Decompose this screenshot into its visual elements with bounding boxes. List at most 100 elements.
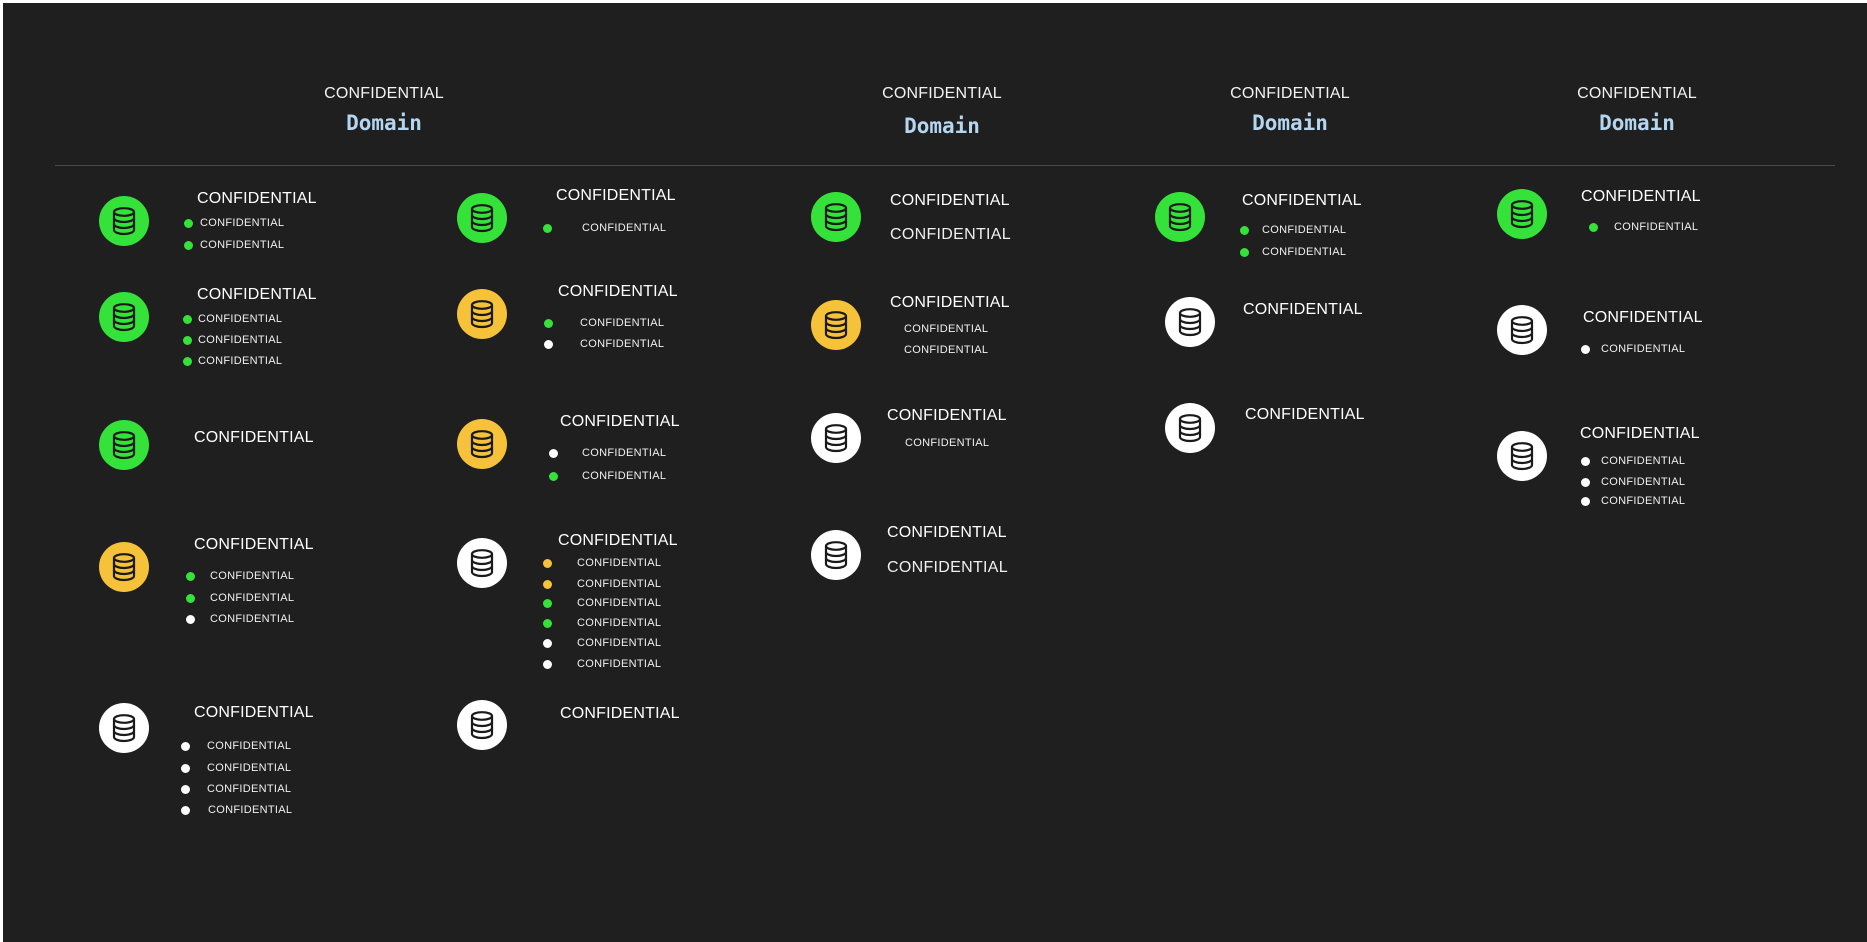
database-node-item-label: CONFIDENTIAL	[887, 559, 1008, 576]
database-icon[interactable]	[457, 419, 507, 469]
status-dot	[543, 639, 552, 648]
header-divider	[55, 165, 1835, 166]
database-icon[interactable]	[1155, 192, 1205, 242]
status-dot	[549, 472, 558, 481]
database-node-title: CONFIDENTIAL	[556, 187, 676, 204]
database-icon[interactable]	[811, 530, 861, 580]
column-header-domain: Domain	[1599, 111, 1675, 135]
database-node-title: CONFIDENTIAL	[890, 192, 1010, 209]
status-dot	[181, 742, 190, 751]
database-node-title: CONFIDENTIAL	[1242, 192, 1362, 209]
status-dot	[186, 615, 195, 624]
database-node-title: CONFIDENTIAL	[1583, 309, 1703, 326]
database-icon[interactable]	[457, 193, 507, 243]
column-header-label: CONFIDENTIAL	[1577, 85, 1697, 102]
database-node-item-label: CONFIDENTIAL	[1262, 224, 1347, 236]
column-header-label: CONFIDENTIAL	[324, 85, 444, 102]
database-node-item-label: CONFIDENTIAL	[198, 334, 283, 346]
database-node-item-label: CONFIDENTIAL	[210, 570, 295, 582]
status-dot	[543, 580, 552, 589]
status-dot	[543, 619, 552, 628]
database-icon[interactable]	[457, 289, 507, 339]
database-icon[interactable]	[99, 542, 149, 592]
column-header: CONFIDENTIAL Domain	[1517, 85, 1757, 135]
database-icon[interactable]	[1497, 189, 1547, 239]
database-node-item-label: CONFIDENTIAL	[208, 804, 293, 816]
database-node-item-label: CONFIDENTIAL	[198, 355, 283, 367]
status-dot	[1240, 226, 1249, 235]
database-node-item-label: CONFIDENTIAL	[1262, 246, 1347, 258]
status-dot	[543, 224, 552, 233]
database-node-item-label: CONFIDENTIAL	[210, 592, 295, 604]
database-node-item-label: CONFIDENTIAL	[1601, 455, 1686, 467]
status-dot	[184, 219, 193, 228]
database-node-item-label: CONFIDENTIAL	[1601, 495, 1686, 507]
database-icon[interactable]	[1165, 403, 1215, 453]
database-node-title: CONFIDENTIAL	[560, 413, 680, 430]
status-dot	[543, 599, 552, 608]
database-icon[interactable]	[1497, 431, 1547, 481]
status-dot	[1589, 223, 1598, 232]
database-node-item-label: CONFIDENTIAL	[577, 637, 662, 649]
database-node-title: CONFIDENTIAL	[560, 705, 680, 722]
database-node-item-label: CONFIDENTIAL	[577, 617, 662, 629]
status-dot	[186, 594, 195, 603]
status-dot	[183, 336, 192, 345]
database-node-title: CONFIDENTIAL	[194, 429, 314, 446]
database-icon[interactable]	[99, 292, 149, 342]
database-node-title: CONFIDENTIAL	[197, 190, 317, 207]
column-header-label: CONFIDENTIAL	[1230, 85, 1350, 102]
database-node-item-label: CONFIDENTIAL	[207, 762, 292, 774]
database-node-item-label: CONFIDENTIAL	[582, 470, 667, 482]
database-node-item-label: CONFIDENTIAL	[1601, 476, 1686, 488]
database-node-item-label: CONFIDENTIAL	[582, 222, 667, 234]
database-node-item-label: CONFIDENTIAL	[200, 239, 285, 251]
database-node-item-label: CONFIDENTIAL	[1614, 221, 1699, 233]
column-header-label: CONFIDENTIAL	[882, 85, 1002, 102]
database-node-title: CONFIDENTIAL	[1245, 406, 1365, 423]
status-dot	[183, 315, 192, 324]
database-node-item-label: CONFIDENTIAL	[210, 613, 295, 625]
database-node-item-label: CONFIDENTIAL	[582, 447, 667, 459]
status-dot	[1581, 497, 1590, 506]
database-node-title: CONFIDENTIAL	[558, 532, 678, 549]
database-node-item-label: CONFIDENTIAL	[200, 217, 285, 229]
database-icon[interactable]	[1165, 297, 1215, 347]
database-node-item-label: CONFIDENTIAL	[580, 317, 665, 329]
database-icon[interactable]	[811, 192, 861, 242]
status-dot	[181, 764, 190, 773]
database-node-item-label: CONFIDENTIAL	[890, 226, 1011, 243]
database-icon[interactable]	[811, 413, 861, 463]
column-header-domain: Domain	[346, 111, 422, 135]
database-icon[interactable]	[457, 700, 507, 750]
database-node-item-label: CONFIDENTIAL	[577, 578, 662, 590]
database-node-title: CONFIDENTIAL	[887, 407, 1007, 424]
database-icon[interactable]	[99, 196, 149, 246]
database-node-title: CONFIDENTIAL	[1581, 188, 1701, 205]
status-dot	[183, 357, 192, 366]
database-node-item-label: CONFIDENTIAL	[580, 338, 665, 350]
database-node-item-label: CONFIDENTIAL	[577, 557, 662, 569]
status-dot	[1581, 457, 1590, 466]
database-icon[interactable]	[1497, 305, 1547, 355]
database-node-item-label: CONFIDENTIAL	[207, 783, 292, 795]
database-node-title: CONFIDENTIAL	[887, 524, 1007, 541]
database-icon[interactable]	[99, 420, 149, 470]
status-dot	[544, 319, 553, 328]
status-dot	[543, 660, 552, 669]
database-node-title: CONFIDENTIAL	[890, 294, 1010, 311]
database-icon[interactable]	[811, 300, 861, 350]
database-node-title: CONFIDENTIAL	[194, 536, 314, 553]
status-dot	[186, 572, 195, 581]
database-node-title: CONFIDENTIAL	[1243, 301, 1363, 318]
status-dot	[1581, 478, 1590, 487]
database-icon[interactable]	[99, 703, 149, 753]
status-dot	[181, 785, 190, 794]
status-dot	[549, 449, 558, 458]
status-dot	[544, 340, 553, 349]
database-icon[interactable]	[457, 538, 507, 588]
status-dot	[181, 806, 190, 815]
